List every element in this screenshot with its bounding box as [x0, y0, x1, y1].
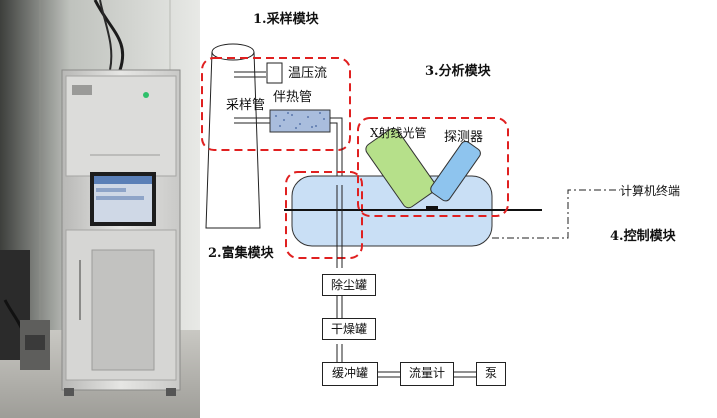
xray-tube-shape	[365, 127, 437, 209]
heat-tube-texture	[275, 112, 325, 129]
temp-pressure-flow-label: 温压流	[288, 66, 328, 81]
heat-tube	[269, 109, 331, 133]
analysis-module-label: 3.分析模块	[425, 64, 491, 79]
chimney-body	[205, 51, 261, 229]
sampling-module-label: 1.采样模块	[253, 12, 319, 27]
sampling-tube-label: 采样管	[226, 98, 266, 113]
xray-tube-label: X射线光管	[370, 126, 427, 140]
detector-shape	[430, 140, 481, 202]
enrichment-module-label: 2.富集模块	[208, 246, 274, 261]
system-schematic: 1.采样模块 3.分析模块 2.富集模块 4.控制模块 温压流 伴热管 采样管 …	[200, 0, 717, 418]
instrument-cabinet-photo	[0, 0, 200, 418]
control-module-label: 4.控制模块	[610, 229, 676, 244]
schematic-lines	[201, 43, 620, 378]
enrichment-module-boundary	[285, 171, 363, 259]
flow-meter-box: 流量计	[400, 362, 454, 386]
detector-label: 探测器	[444, 130, 484, 145]
buffer-tank-box: 缓冲罐	[322, 362, 378, 386]
dust-removal-tank-box: 除尘罐	[322, 274, 376, 296]
heat-tube-label: 伴热管	[273, 90, 313, 105]
analysis-module-boundary	[357, 117, 509, 217]
computer-terminal-label: 计算机终端	[620, 184, 681, 198]
temp-pressure-flow-sensor	[266, 62, 283, 84]
cabinet-photo-illustration	[0, 0, 200, 418]
control-signal-line	[492, 189, 620, 239]
pump-box: 泵	[476, 362, 506, 386]
drying-tank-box: 干燥罐	[322, 318, 376, 340]
sampling-module-boundary	[201, 57, 351, 151]
